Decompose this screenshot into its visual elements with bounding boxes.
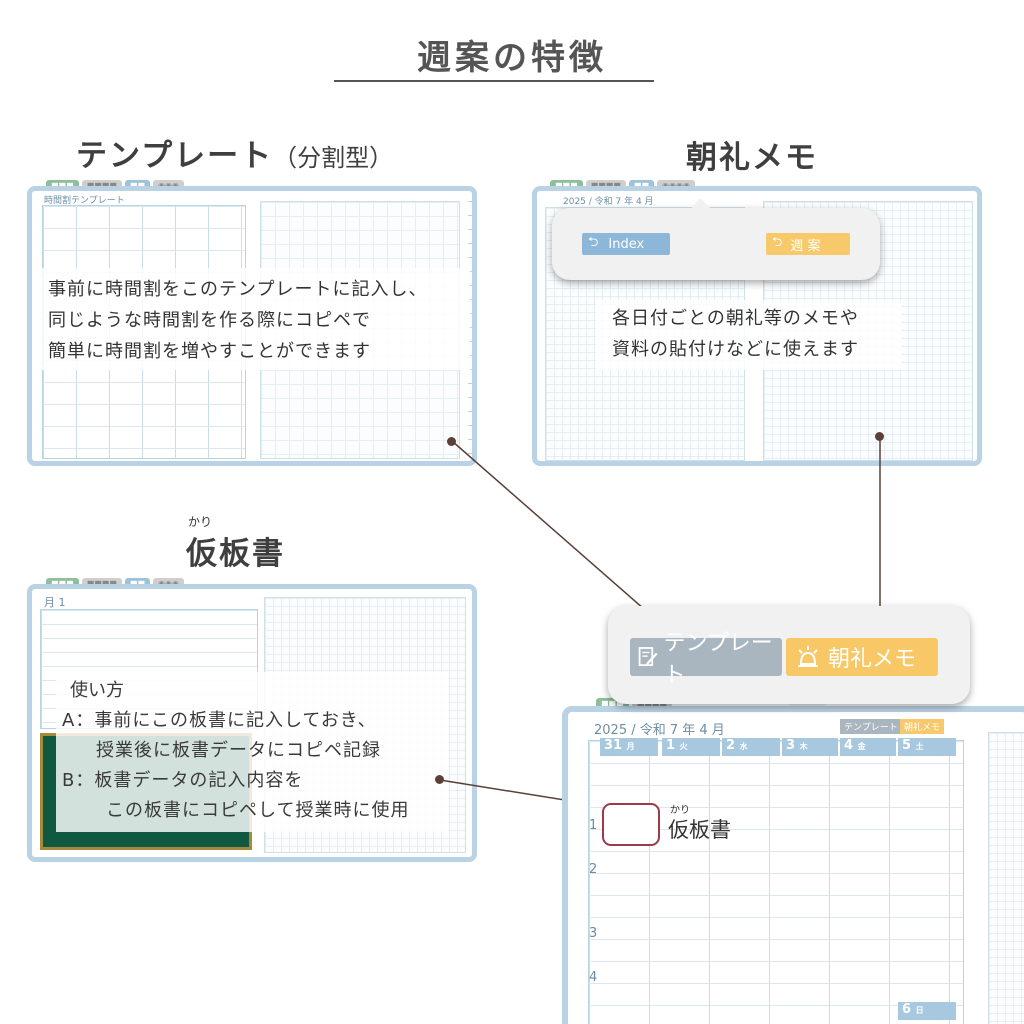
template-heading-paren: （分割型）: [273, 144, 394, 172]
template-side-tabs[interactable]: [468, 201, 472, 461]
planner-date-label: 2025 / 令和 7 年 4 月: [594, 723, 725, 738]
template-tabs: ■■■ ■■■■ ■■ ◉◉◉: [46, 180, 184, 191]
page-title: 週案の特徴: [417, 38, 607, 78]
memo-date-label: 2025 / 令和 7 年 4 月: [563, 197, 654, 207]
tab-green[interactable]: ■■■: [46, 180, 79, 191]
memo-pointer-dot: [875, 432, 884, 441]
index-button-label: Index: [608, 236, 645, 252]
template-button[interactable]: テンプレート: [630, 631, 782, 688]
day-name: 火: [679, 742, 688, 751]
morning-memo-heading: 朝礼メモ: [686, 140, 818, 176]
day-name: 木: [799, 742, 808, 751]
day-name: 金: [857, 742, 866, 751]
memo-description: 各日付ごとの朝礼等のメモや 資料の貼付けなどに使えます: [612, 308, 859, 360]
template-overlay: [42, 268, 470, 370]
kari-tab-subjects[interactable]: ■■■■: [81, 578, 122, 589]
day-name: 月: [626, 742, 635, 751]
usage-b-line2: この板書にコピペして授業時に使用: [106, 800, 410, 821]
weekly-planner: [562, 706, 1024, 1024]
usage-a-line1: A：事前にこの板書に記入しておき、: [62, 710, 377, 731]
day-header-wed: 2 水: [722, 738, 780, 756]
edit-document-icon: [638, 647, 658, 667]
index-button[interactable]: ⮌ Index: [582, 233, 670, 255]
day-num: 31: [604, 738, 623, 753]
weekly-plan-button[interactable]: ⮌ 週 案: [766, 233, 850, 255]
template-description: 事前に時間割をこのテンプレートに記入し、 同じような時間割を作る際にコピペで 簡…: [48, 279, 428, 362]
weekly-button-label: 週 案: [790, 238, 821, 254]
day-num: 2: [726, 738, 736, 753]
kari-pointer-dot: [435, 775, 444, 784]
day-header-fri: 4 金: [840, 738, 896, 756]
morning-button-label: 朝礼メモ: [828, 647, 917, 672]
day-header-tue: 1 火: [662, 738, 720, 756]
usage-b-line1: B：板書データの記入内容を: [62, 770, 304, 791]
day-header-sun: 6 日: [898, 1002, 956, 1020]
day-header-sat: 5 土: [898, 738, 956, 756]
memo-tab-subjects[interactable]: ■■■■: [585, 180, 626, 191]
day-num: 3: [786, 738, 796, 753]
planner-table: [588, 740, 964, 1024]
return-icon: ⮌: [772, 235, 783, 250]
tab-blue[interactable]: ■■: [124, 180, 151, 191]
day-name: 水: [739, 742, 748, 751]
kari-tab-blue[interactable]: ■■: [124, 578, 151, 589]
day-num: 5: [902, 738, 912, 753]
memo-tab-blue[interactable]: ■■: [628, 180, 655, 191]
planner-morning-label: 朝礼メモ: [904, 723, 941, 733]
kari-month-label: 月 1: [44, 596, 66, 609]
template-button-label: テンプレート: [663, 631, 773, 688]
period-row-4: 4: [589, 970, 598, 985]
day-num: 6: [902, 1002, 912, 1017]
period-row-2: 2: [589, 862, 598, 877]
planner-kari-label: 仮板書: [668, 818, 731, 842]
day-header-thu: 3 木: [782, 738, 838, 756]
morning-memo-button[interactable]: 朝礼メモ: [786, 638, 938, 676]
planner-tab-green[interactable]: ■■■: [596, 698, 629, 709]
kari-ruby: かり: [188, 515, 213, 529]
usage-a-line2: 授業後に板書データにコピペ記録: [96, 740, 381, 761]
planner-kari-ruby: かり: [670, 805, 690, 816]
planner-side-grid: [988, 732, 1024, 1024]
kari-tab-green[interactable]: ■■■: [46, 578, 79, 589]
day-num: 4: [844, 738, 854, 753]
template-heading-text: テンプレート: [76, 138, 274, 174]
day-header-mon: 31 月: [600, 738, 658, 756]
kari-bansho-highlight-box[interactable]: [602, 803, 660, 846]
planner-template-button[interactable]: テンプレート: [840, 719, 902, 734]
day-num: 1: [666, 738, 676, 753]
usage-title: 使い方: [70, 680, 124, 701]
memo-overlay: [596, 300, 902, 370]
template-pointer-dot: [447, 437, 456, 446]
planner-template-label: テンプレート: [844, 723, 898, 733]
kari-tab-icons[interactable]: ◉◉◉: [153, 578, 184, 589]
kari-overlay: [56, 672, 448, 832]
planner-morning-button[interactable]: 朝礼メモ: [900, 719, 945, 734]
day-name: 日: [915, 1006, 924, 1015]
period-row-3: 3: [589, 926, 598, 941]
tab-icons[interactable]: ◉◉◉: [153, 180, 184, 191]
template-tab-label: 時間割テンプレート: [44, 196, 125, 206]
title-underline: [334, 80, 654, 82]
kari-tabs: ■■■ ■■■■ ■■ ◉◉◉: [46, 578, 184, 589]
memo-tab-green[interactable]: ■■■: [550, 180, 583, 191]
memo-tab-icons[interactable]: ◉◉◉◉: [657, 180, 695, 191]
alarm-bell-icon: [798, 646, 818, 667]
day-name: 土: [915, 742, 924, 751]
memo-tabs: ■■■ ■■■■ ■■ ◉◉◉◉: [550, 180, 695, 191]
tab-subjects[interactable]: ■■■■: [81, 180, 122, 191]
template-heading: テンプレート（分割型）: [76, 130, 393, 175]
kari-bansho-heading: 仮板書: [186, 536, 285, 572]
period-row-1: 1: [589, 818, 598, 833]
return-icon: ⮌: [588, 235, 599, 250]
